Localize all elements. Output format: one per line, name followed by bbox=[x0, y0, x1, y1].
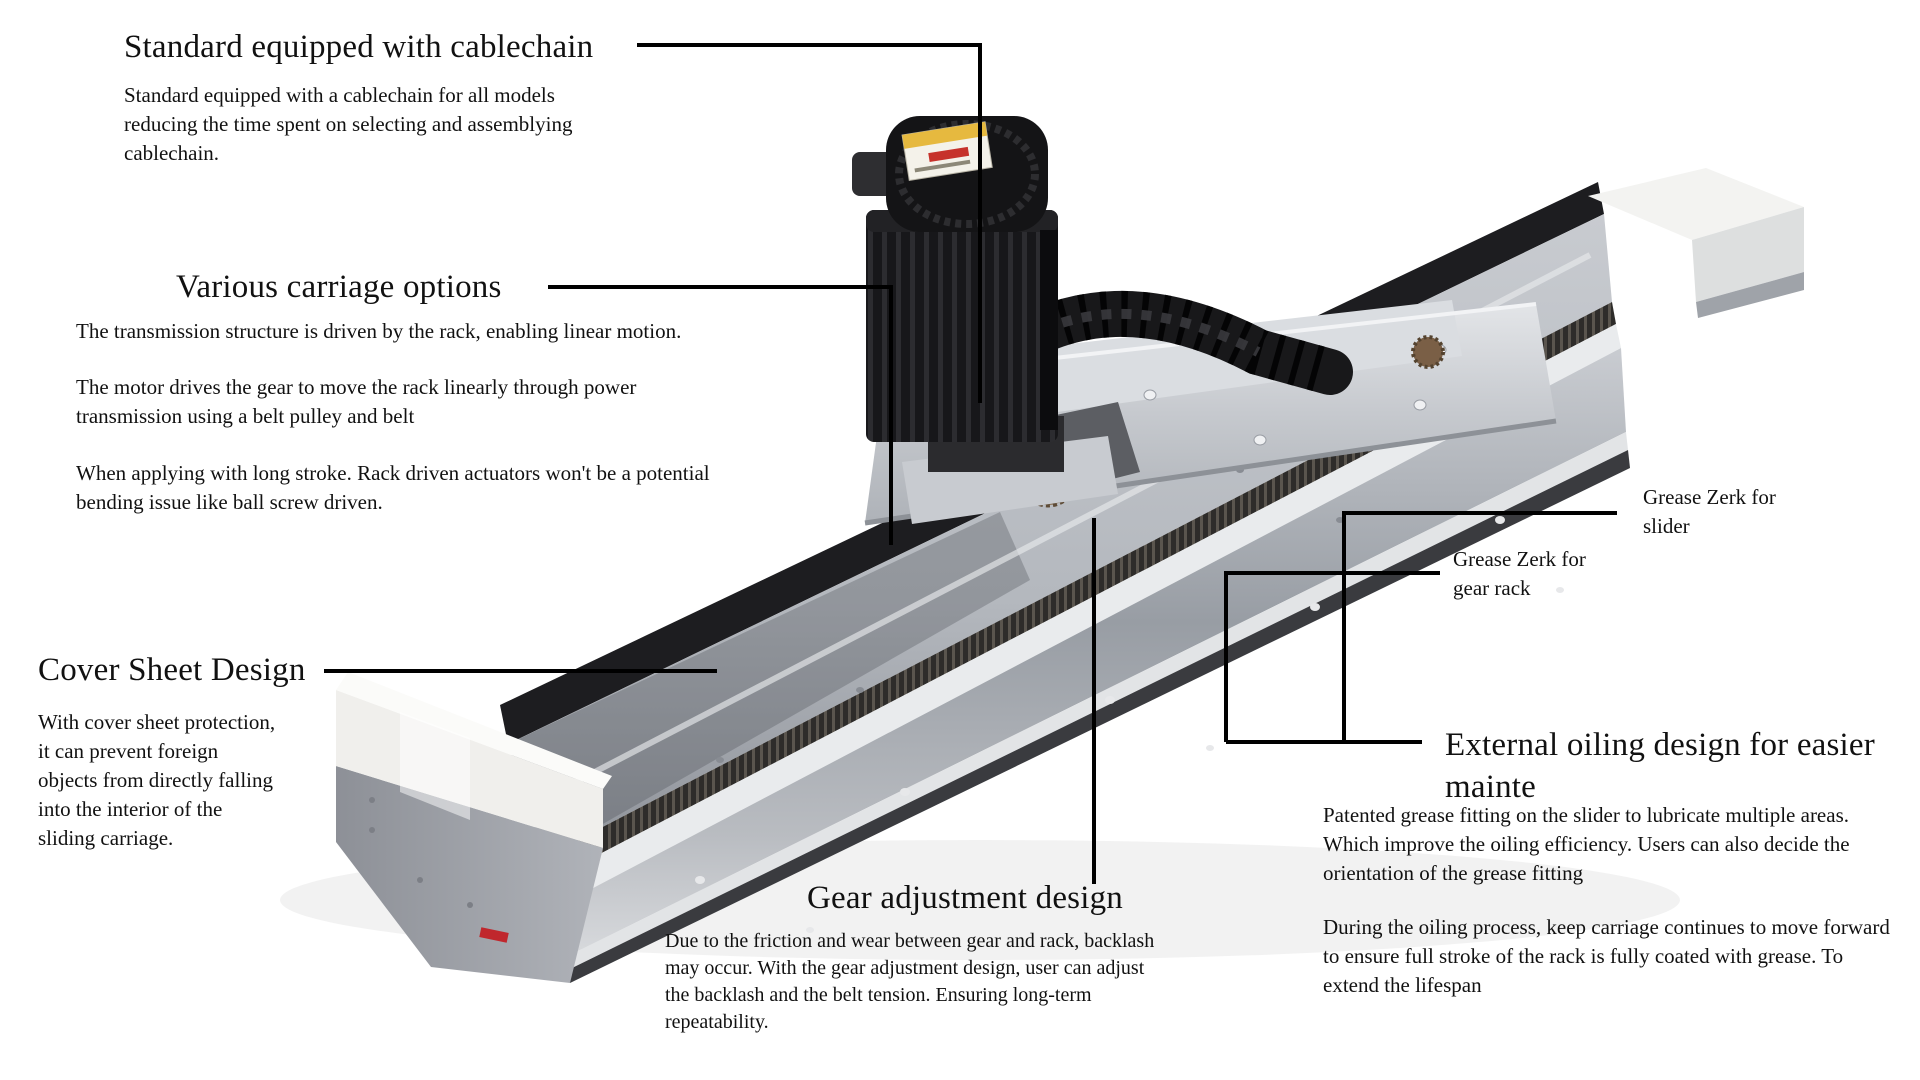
front-screws bbox=[695, 516, 1564, 933]
end-cap-left bbox=[336, 672, 612, 983]
front-face bbox=[557, 348, 1626, 957]
callout-line-carriage bbox=[548, 285, 893, 545]
carriage-options-title: Various carriage options bbox=[176, 269, 502, 305]
brand-logo-mark bbox=[479, 927, 509, 943]
left-end-cap-top bbox=[336, 672, 612, 789]
cablechain-links bbox=[988, 309, 1261, 364]
label-grease-zerk-gear-rack: Grease Zerk for gear rack bbox=[1453, 547, 1586, 600]
left-end-screws bbox=[369, 797, 473, 908]
motor-body-edge bbox=[1040, 230, 1058, 430]
base-flange bbox=[566, 432, 1628, 970]
external-oiling-title: External oiling design for easier mainte bbox=[1445, 727, 1875, 805]
callout-line-cablechain bbox=[637, 43, 982, 403]
right-end-cap-front bbox=[1692, 207, 1804, 302]
carriage-paragraph-2: The motor drives the gear to move the ra… bbox=[76, 375, 637, 428]
cover-sheet-body: With cover sheet protection, it can prev… bbox=[38, 709, 276, 850]
cap-highlight bbox=[400, 712, 470, 820]
right-end-cap-top bbox=[1588, 168, 1804, 240]
label-grease-zerk-slider: Grease Zerk for slider bbox=[1643, 485, 1776, 538]
callout-line-zerk-slider bbox=[1342, 511, 1617, 742]
gear-adjustment-body: Due to the friction and wear between gea… bbox=[665, 930, 1155, 1033]
carriage-upper-plate bbox=[930, 300, 1462, 428]
right-end-shadow bbox=[1696, 272, 1804, 318]
motor-body bbox=[866, 210, 1058, 442]
section-cablechain: Standard equipped with cablechain Standa… bbox=[124, 28, 684, 168]
bottom-edge bbox=[568, 450, 1630, 983]
section-cover-sheet: Cover Sheet Design With cover sheet prot… bbox=[38, 651, 338, 853]
section-carriage-options: Various carriage options bbox=[176, 268, 596, 307]
cover-sheet-title: Cover Sheet Design bbox=[38, 652, 306, 688]
carriage-paragraph-1: The transmission structure is driven by … bbox=[76, 319, 682, 343]
external-oiling-paragraph-1: Patented grease fitting on the slider to… bbox=[1323, 803, 1850, 885]
section-external-oiling: External oiling design for easier mainte bbox=[1445, 724, 1915, 808]
cablechain-title: Standard equipped with cablechain bbox=[124, 29, 594, 65]
gear-adjustment-title: Gear adjustment design bbox=[807, 880, 1123, 916]
section-gear-adjustment: Gear adjustment design bbox=[725, 879, 1205, 918]
motor-label bbox=[901, 121, 993, 182]
carriage-paragraph-3: When applying with long stroke. Rack dri… bbox=[76, 461, 710, 514]
end-cap-right bbox=[1588, 168, 1804, 318]
front-top-edge bbox=[550, 324, 1621, 907]
servo-motor bbox=[852, 116, 1118, 524]
callout-line-zerk-gear-rack bbox=[1224, 571, 1440, 742]
motor-cap-ribs bbox=[895, 120, 1039, 228]
left-end-face bbox=[336, 766, 603, 983]
external-oiling-paragraph-2: During the oiling process, keep carriage… bbox=[1323, 915, 1890, 997]
cablechain-body: Standard equipped with a cablechain for … bbox=[124, 82, 573, 165]
rack-gear-block bbox=[1411, 335, 1445, 369]
motor-connector bbox=[852, 152, 896, 196]
